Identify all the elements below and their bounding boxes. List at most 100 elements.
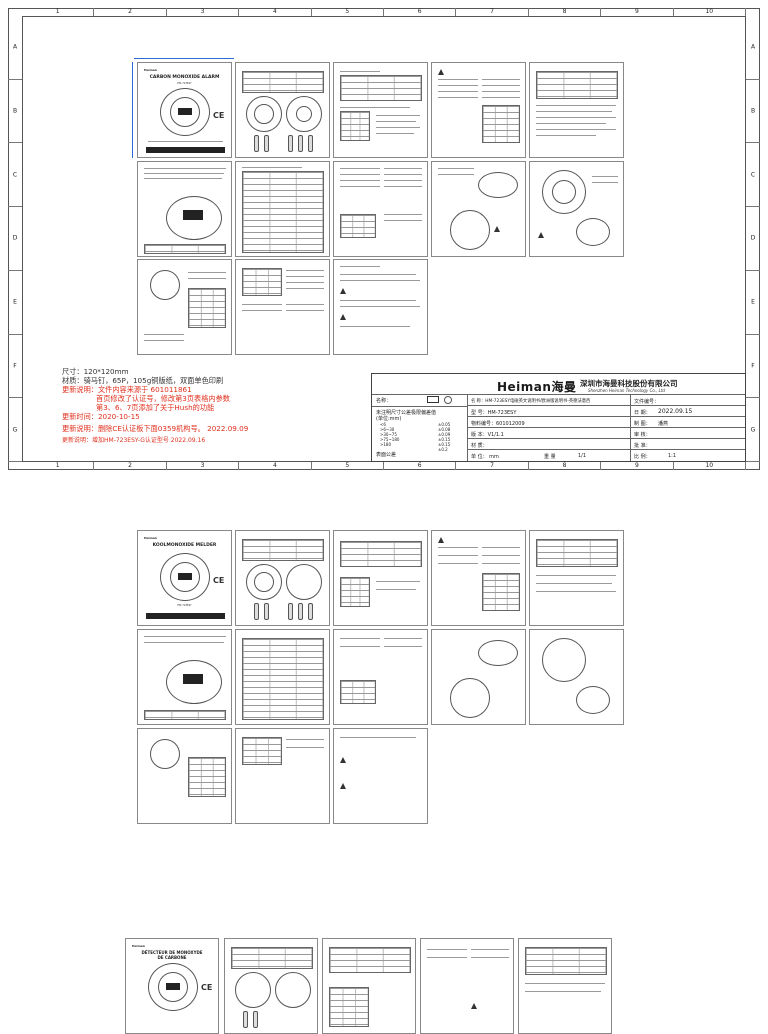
row-marker-left: D bbox=[8, 207, 22, 271]
column-marker-top: 8 bbox=[529, 8, 602, 16]
note-update-time: 更新时间：2020-10-15 bbox=[62, 412, 140, 421]
page-11 bbox=[137, 259, 232, 355]
column-marker-bottom: 7 bbox=[456, 462, 529, 470]
note-update: 更新说明：文件内容来源于 601011861 bbox=[62, 385, 192, 394]
column-marker-top: 7 bbox=[456, 8, 529, 16]
column-marker-top: 1 bbox=[22, 8, 95, 16]
column-marker-bottom: 6 bbox=[384, 462, 457, 470]
row-marker-right: C bbox=[746, 143, 760, 208]
row-marker-right: G bbox=[746, 398, 760, 462]
note-update-line3: 第3、6、7页添加了关于Hush的功能 bbox=[96, 403, 215, 412]
page-9 bbox=[431, 161, 526, 257]
cover-model: HM-723ESY bbox=[177, 82, 192, 85]
material-code: 物料编号：601012009 bbox=[471, 421, 525, 427]
fr-page-4 bbox=[420, 938, 514, 1034]
dimension-line-horizontal bbox=[134, 58, 234, 59]
page-6 bbox=[137, 161, 232, 257]
nl-cover-title: KOOLMONOXIDE MELDER bbox=[152, 543, 217, 548]
nl-page-8 bbox=[333, 629, 428, 725]
note-update3: 更新说明：增加HM-723ESY-G认证型号 2022.09.16 bbox=[62, 437, 206, 444]
tolerance-value: ±0.15 bbox=[438, 442, 451, 447]
alarm-illustration bbox=[160, 88, 210, 136]
row-marker-left: F bbox=[8, 335, 22, 399]
projection-symbol-circle bbox=[444, 396, 452, 404]
tolerance-value: ±0.08 bbox=[438, 427, 451, 432]
row-marker-left: C bbox=[8, 143, 22, 208]
nl-page-13 bbox=[333, 728, 428, 824]
row-marker-right: E bbox=[746, 271, 760, 335]
tolerance-value: ±0.2 bbox=[438, 447, 448, 452]
approve-label: 批 准： bbox=[634, 443, 651, 449]
tolerance-title: 未注明尺寸公差极限偏差值 bbox=[376, 410, 437, 416]
drawing-frame bbox=[8, 8, 760, 470]
tolerance-range: >75~180 bbox=[380, 437, 400, 442]
page-cover: Heiman CARBON MONOXIDE ALARM HM-723ESY C… bbox=[137, 62, 232, 158]
row-marker-left: A bbox=[8, 16, 22, 80]
nl-page-6 bbox=[137, 629, 232, 725]
fr-cover-title: DÉTECTEUR DE MONOXYDE bbox=[141, 950, 203, 955]
page-10 bbox=[529, 161, 624, 257]
nl-page-3 bbox=[333, 530, 428, 626]
unit: 单 位： mm bbox=[471, 454, 499, 460]
note-size: 尺寸：120*120mm bbox=[62, 367, 129, 376]
column-marker-bottom: 9 bbox=[601, 462, 674, 470]
fr-brand-logo: Heiman bbox=[132, 944, 145, 948]
row-marker-left: E bbox=[8, 271, 22, 335]
fr-cover-title-2: DE CARBONE bbox=[157, 955, 187, 960]
nl-page-4 bbox=[431, 530, 526, 626]
scale-value: 1:1 bbox=[668, 453, 677, 459]
column-marker-top: 9 bbox=[601, 8, 674, 16]
column-marker-bottom: 3 bbox=[167, 462, 240, 470]
column-marker-bottom: 8 bbox=[529, 462, 602, 470]
column-marker-top: 5 bbox=[312, 8, 384, 16]
nl-page-10 bbox=[529, 629, 624, 725]
scale-label: 比 例： bbox=[634, 454, 651, 460]
page-7 bbox=[235, 161, 330, 257]
nl-page-7 bbox=[235, 629, 330, 725]
page-13 bbox=[333, 259, 428, 355]
company-logo: Heiman海曼 bbox=[497, 380, 577, 394]
row-marker-right: D bbox=[746, 207, 760, 271]
column-marker-bottom: 1 bbox=[22, 462, 95, 470]
file-number: 文件编号： bbox=[634, 399, 660, 405]
warning-banner bbox=[146, 147, 225, 153]
dimension-line-vertical bbox=[132, 62, 133, 158]
date-label: 日 期： bbox=[634, 410, 651, 416]
fr-page-2 bbox=[224, 938, 318, 1034]
check-label: 审 核： bbox=[634, 432, 651, 438]
weight-value: 1/1 bbox=[578, 453, 587, 459]
row-marker-right: A bbox=[746, 16, 760, 80]
surface-label: 表面公差 bbox=[376, 452, 397, 458]
nl-cover-model: HM-723ESY bbox=[177, 604, 192, 607]
nl-ce-mark: CE bbox=[213, 576, 225, 585]
name-label: 名称： bbox=[376, 398, 392, 404]
row-marker-right: F bbox=[746, 335, 760, 399]
column-marker-top: 6 bbox=[384, 8, 457, 16]
row-marker-left: B bbox=[8, 80, 22, 144]
page-4 bbox=[431, 62, 526, 158]
company-name-en: Shenzhen Heiman Technology Co., Ltd bbox=[588, 388, 665, 393]
drawing-model: 型 号：HM-723ESY bbox=[471, 410, 517, 416]
tolerance-range: >30~75 bbox=[380, 432, 397, 437]
page-5 bbox=[529, 62, 624, 158]
drawn-value: 潘燕 bbox=[658, 421, 669, 427]
brand-logo: Heiman bbox=[144, 68, 157, 72]
title-block: Heiman海曼 深圳市海曼科技股份有限公司 Shenzhen Heiman T… bbox=[371, 373, 746, 462]
column-marker-bottom: 2 bbox=[94, 462, 167, 470]
nl-page-2 bbox=[235, 530, 330, 626]
fr-ce-mark: CE bbox=[201, 983, 213, 992]
alarm-inner-ring bbox=[170, 97, 200, 127]
weight-label: 重 量 bbox=[544, 454, 556, 460]
tolerance-value: ±0.09 bbox=[438, 432, 451, 437]
column-marker-top: 3 bbox=[167, 8, 240, 16]
note-update2: 更新说明：删除CE认证板下面0359机构号。 2022.09.09 bbox=[62, 424, 249, 433]
column-marker-top: 4 bbox=[239, 8, 312, 16]
date-value: 2022.09.15 bbox=[658, 408, 693, 415]
cover-title: CARBON MONOXIDE ALARM bbox=[149, 75, 220, 80]
fr-page-3 bbox=[322, 938, 416, 1034]
page-12 bbox=[235, 259, 330, 355]
nl-brand-logo: Heiman bbox=[144, 536, 157, 540]
column-marker-bottom: 4 bbox=[239, 462, 312, 470]
tolerance-value: ±0.15 bbox=[438, 437, 451, 442]
nl-page-cover: Heiman KOOLMONOXIDE MELDER CE HM-723ESY bbox=[137, 530, 232, 626]
